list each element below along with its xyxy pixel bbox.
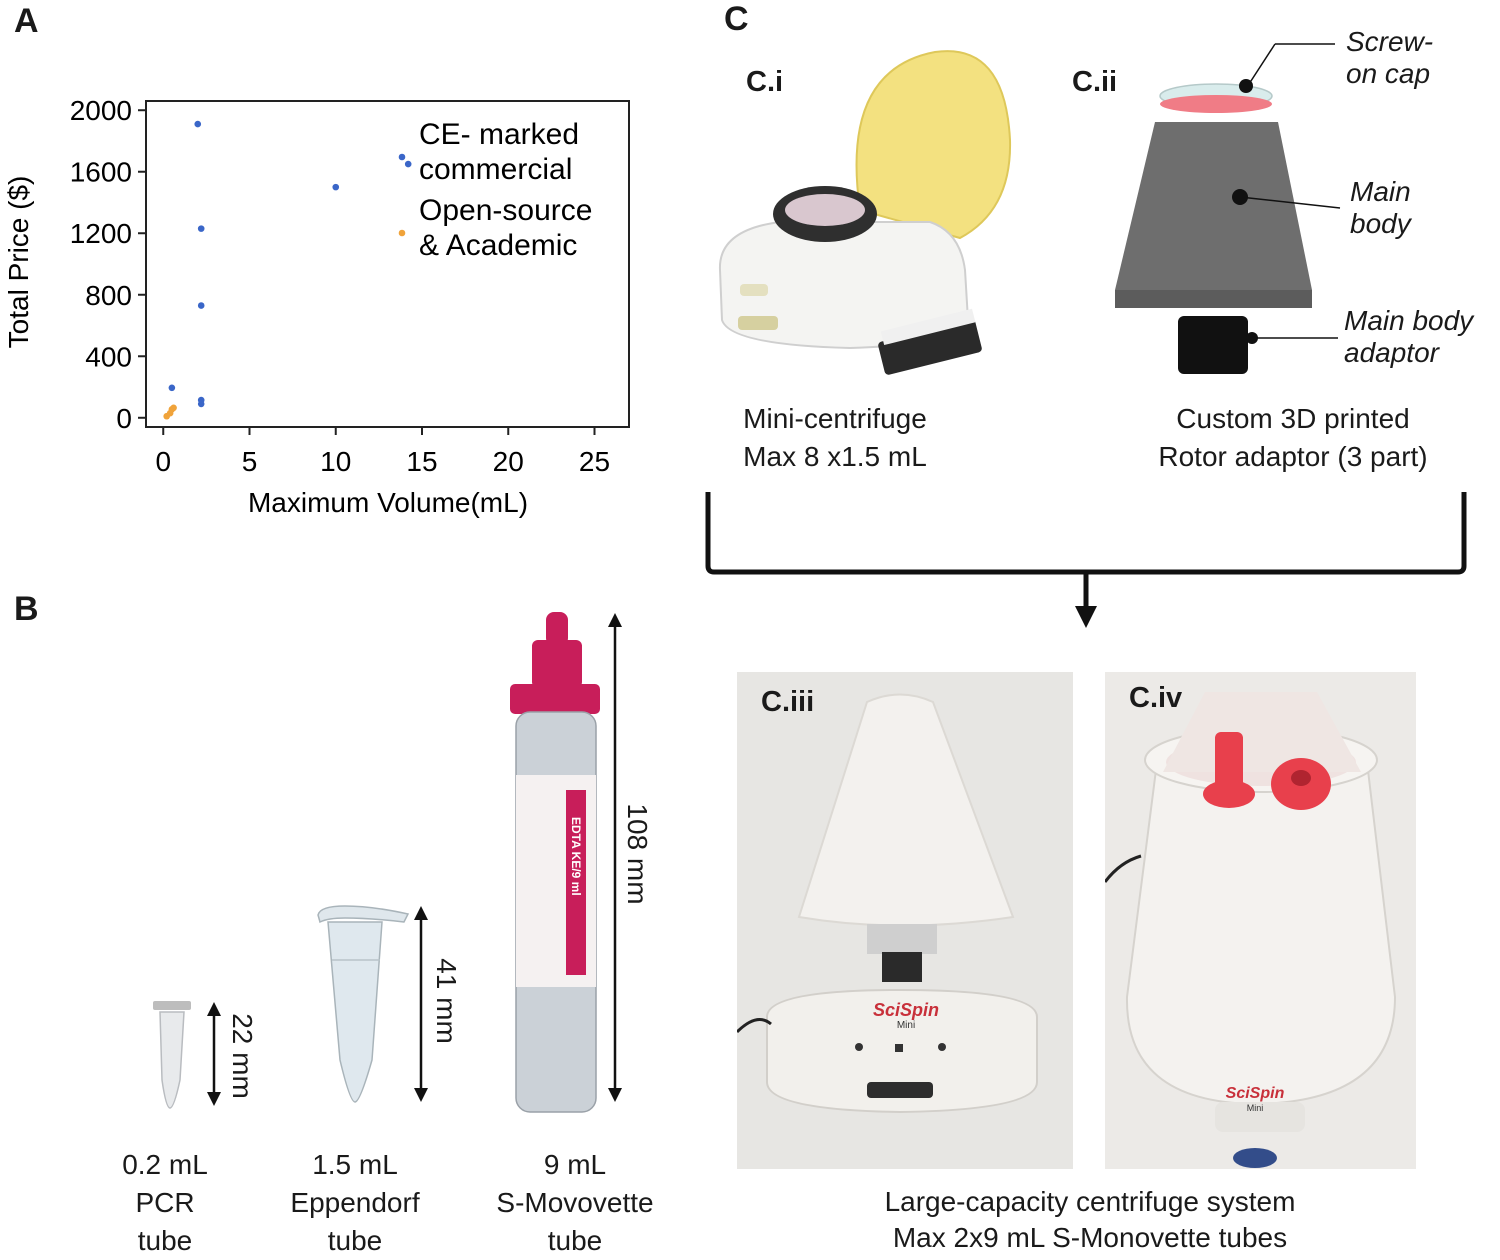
bottom-caption: Large-capacity centrifuge system Max 2x9… (790, 1184, 1390, 1256)
caption-line: Rotor adaptor (3 part) (1158, 441, 1428, 472)
photo-c-iii: C.iii (737, 672, 1073, 1169)
cii-caption: Custom 3D printed Rotor adaptor (3 part) (1118, 400, 1468, 476)
caption-line: PCR (135, 1187, 195, 1218)
label-main-body-adaptor: Main body adaptor (1344, 305, 1473, 369)
data-point-series-0 (197, 225, 205, 232)
plot-frame (145, 100, 630, 428)
legend-label: commercial (419, 153, 572, 186)
data-point-series-1 (170, 404, 177, 412)
x-tick-label: 20 (493, 446, 524, 477)
y-tick-label: 0 (116, 403, 132, 434)
label-line: Main body (1344, 305, 1474, 336)
down-arrow (1075, 572, 1097, 628)
legend-marker (398, 229, 406, 237)
panel-label-civ: C.iv (1129, 682, 1183, 714)
mini-centrifuge (718, 50, 1012, 350)
panel-label-c: C (724, 0, 749, 38)
pcr-tube-caption: 0.2 mL PCR tube (90, 1146, 240, 1260)
part-callouts (1232, 43, 1341, 344)
ci-caption: Mini-centrifuge Max 8 x1.5 mL (690, 400, 980, 476)
caption-line: tube (137, 1225, 193, 1256)
pcr-dimension-arrow (207, 1002, 221, 1106)
eppendorf-tube (317, 905, 410, 1103)
y-axis-label: Total Price ($) (3, 176, 34, 349)
label-line: Screw- (1346, 26, 1434, 57)
panel-label-a: A (14, 2, 39, 40)
pcr-tube (153, 1001, 191, 1109)
label-line: Main (1350, 176, 1411, 207)
caption-line: 1.5 mL (312, 1149, 398, 1180)
data-point-series-0 (332, 183, 340, 191)
legend-label: Open-source (419, 194, 592, 227)
x-tick-label: 15 (406, 446, 437, 477)
y-tick-label: 800 (85, 280, 132, 311)
monovette-tube-caption: 9 mL S-Movovette tube (470, 1146, 680, 1260)
legend-label: CE- marked (419, 118, 579, 151)
caption-line: S-Movovette (496, 1187, 654, 1218)
caption-line: 0.2 mL (122, 1149, 208, 1180)
eppendorf-tube-caption: 1.5 mL Eppendorf tube (270, 1146, 440, 1260)
caption-line: tube (327, 1225, 383, 1256)
label-line: adaptor (1344, 337, 1439, 368)
data-point-series-0 (197, 400, 205, 408)
panel-label-ciii: C.iii (761, 686, 815, 718)
tube-illustration (153, 612, 622, 1113)
panel-label-b: B (14, 590, 39, 628)
caption-line: Max 8 x1.5 mL (743, 441, 927, 472)
data-point-series-0 (404, 160, 412, 168)
centrifuge-system-drawing (737, 693, 1038, 1114)
x-tick-label: 0 (155, 446, 171, 477)
x-tick-label: 10 (320, 446, 351, 477)
label-line: on cap (1346, 58, 1431, 89)
data-points (163, 120, 412, 420)
label-main-body: Main body (1350, 176, 1411, 240)
brand-scispin-ciii: SciSpin (872, 1000, 939, 1020)
label-line: body (1350, 208, 1411, 239)
legend-label: & Academic (419, 229, 577, 262)
caption-line: Mini-centrifuge (743, 403, 927, 434)
x-tick-label: 25 (579, 446, 610, 477)
caption-line: tube (547, 1225, 603, 1256)
data-point-series-0 (197, 302, 205, 309)
brand-scispin-civ: SciSpin (1225, 1085, 1285, 1102)
caption-line: Max 2x9 mL S-Monovette tubes (892, 1222, 1288, 1253)
y-tick-label: 1200 (70, 218, 132, 249)
brand-mini-ciii: Mini (896, 1020, 916, 1031)
caption-line: Eppendorf (290, 1187, 420, 1218)
x-axis-label: Maximum Volume(mL) (248, 487, 528, 518)
eppendorf-dimension-arrow (414, 906, 428, 1102)
rotor-adaptor (1115, 83, 1312, 374)
monovette-tube (510, 612, 600, 1113)
data-point-series-0 (168, 384, 176, 392)
label-screw-on-cap: Screw- on cap (1346, 26, 1433, 90)
photo-c-iv: C.iv (1105, 672, 1416, 1169)
legend-marker (398, 153, 406, 161)
brand-mini-civ: Mini (1246, 1103, 1264, 1113)
x-tick-label: 5 (242, 446, 258, 477)
caption-line: Large-capacity centrifuge system (884, 1186, 1296, 1217)
panel-label-ci: C.i (746, 66, 784, 98)
axis-ticks: 0 5 10 15 20 25 0 400 800 1200 1600 2000 (70, 95, 610, 477)
panel-label-cii: C.ii (1072, 66, 1118, 98)
caption-line: 9 mL (543, 1149, 607, 1180)
monovette-dimension-arrow (608, 613, 622, 1102)
scatter-chart: 0 5 10 15 20 25 0 400 800 1200 1600 2000 CE- marked… (3, 95, 630, 518)
y-tick-label: 1600 (70, 157, 132, 188)
caption-line: Custom 3D printed (1176, 403, 1410, 434)
y-tick-label: 400 (85, 341, 132, 372)
adaptor-top-view (1105, 692, 1397, 1168)
bracket (705, 492, 1467, 575)
data-point-series-0 (194, 120, 202, 128)
tube-strip (878, 308, 982, 375)
y-tick-label: 2000 (70, 95, 132, 126)
